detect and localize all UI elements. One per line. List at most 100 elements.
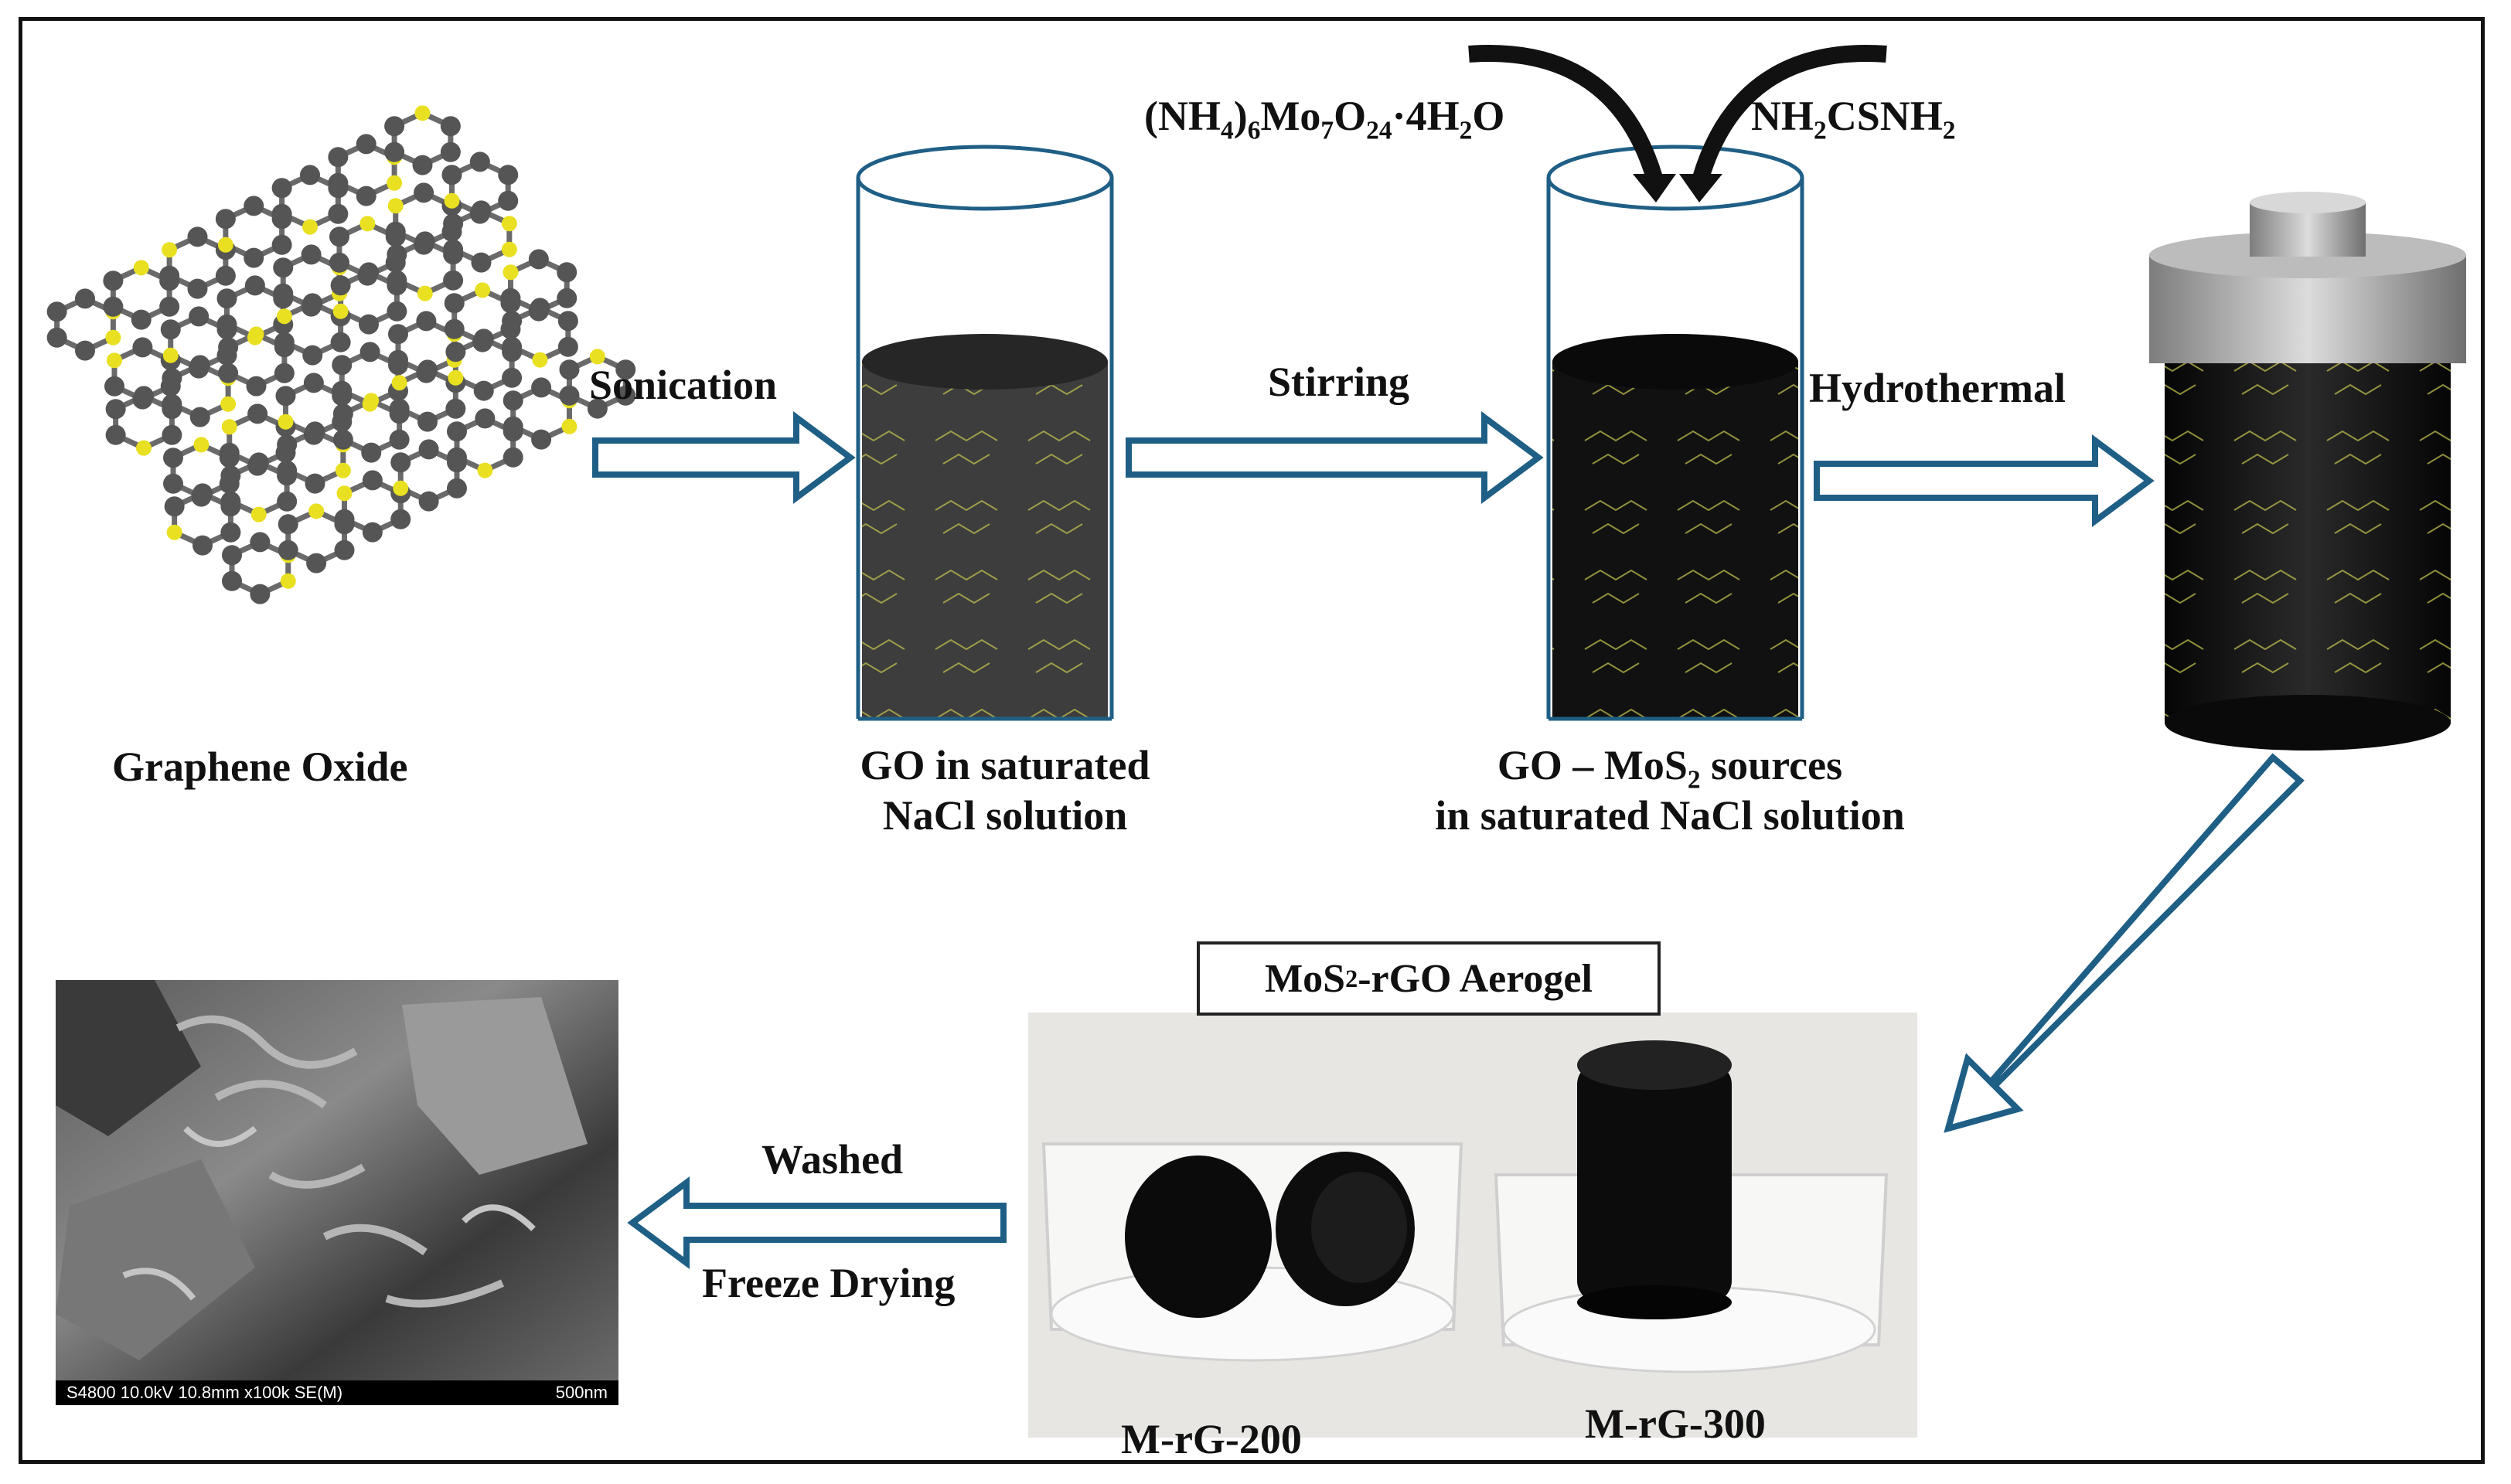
carbon-atom [387, 324, 408, 345]
carbon-atom [502, 367, 523, 388]
hydrogen-atom [332, 303, 349, 319]
carbon-atom [417, 359, 438, 380]
carbon-atom [219, 442, 240, 463]
label-reagent-thiourea: NH2CSNH2 [1751, 93, 1956, 145]
carbon-atom [446, 478, 467, 499]
hydrogen-atom [105, 329, 121, 345]
carbon-atom [159, 265, 180, 286]
hydrogen-atom [162, 347, 179, 363]
label-go-mos2: GO – MoS2 sources in saturated NaCl solu… [1376, 740, 1964, 841]
carbon-atom [302, 293, 323, 314]
carbon-atom [332, 429, 353, 450]
carbon-atom [216, 314, 237, 335]
carbon-atom [445, 398, 466, 419]
carbon-atom [215, 209, 236, 230]
hydrogen-atom [589, 349, 605, 365]
carbon-atom [356, 134, 376, 155]
carbon-atom [299, 165, 320, 186]
carbon-atom [528, 249, 549, 270]
carbon-atom [440, 116, 461, 137]
carbon-atom [132, 337, 153, 358]
carbon-atom [443, 239, 464, 260]
carbon-atom [445, 342, 466, 362]
hydrogen-atom [276, 308, 292, 325]
carbon-atom [473, 328, 494, 349]
hydrogen-atom [248, 326, 264, 342]
carbon-atom [305, 421, 325, 442]
carbon-atom [187, 278, 208, 299]
carbon-atom [105, 399, 126, 420]
sem-micrograph [56, 980, 618, 1380]
carbon-atom [160, 319, 181, 340]
carbon-atom [358, 262, 379, 283]
carbon-atom [446, 447, 467, 468]
carbon-atom [418, 439, 439, 460]
carbon-atom [278, 514, 298, 535]
label-sample-m-rg-200: M-rG-200 [1121, 1416, 1302, 1462]
label-go-nacl-line1: GO in saturated [860, 742, 1150, 788]
carbon-atom [471, 200, 492, 221]
carbon-atom [192, 535, 213, 556]
carbon-atom [273, 257, 294, 278]
carbon-atom [164, 496, 185, 517]
carbon-atom [162, 424, 182, 445]
hydrogen-atom [336, 485, 353, 502]
carbon-atom [162, 368, 182, 389]
hydrogen-atom [363, 393, 380, 409]
carbon-atom [216, 288, 237, 309]
arrow-stirring [1126, 411, 1544, 504]
hydrogen-atom [448, 369, 464, 386]
carbon-atom [104, 376, 124, 397]
carbon-atom [441, 165, 462, 186]
carbon-atom [498, 165, 519, 186]
carbon-atom [384, 141, 405, 162]
carbon-atom [418, 491, 439, 512]
carbon-atom [303, 373, 324, 393]
carbon-atom [615, 385, 636, 406]
hydrogen-atom [503, 264, 519, 281]
carbon-atom [446, 421, 467, 442]
carbon-atom [387, 349, 408, 370]
hydrogen-atom [107, 352, 122, 369]
carbon-atom [531, 429, 552, 450]
carbon-atom [471, 252, 492, 273]
carbon-atom [362, 522, 383, 543]
carbon-atom [557, 262, 577, 283]
carbon-atom [502, 336, 523, 357]
label-go-mos2-line1: GO – MoS2 sources [1497, 742, 1843, 795]
hydrogen-atom [444, 192, 460, 209]
hydrogen-atom [475, 282, 491, 298]
carbon-atom [330, 275, 351, 296]
carbon-atom [387, 301, 407, 322]
carbon-atom [271, 203, 292, 224]
carbon-atom [414, 182, 434, 203]
carbon-atom [246, 376, 267, 397]
hydrogen-atom [220, 396, 237, 412]
carbon-atom [329, 252, 349, 273]
sem-caption-bar: S4800 10.0kV 10.8mm x100k SE(M) 500nm [56, 1380, 618, 1405]
label-sample-m-rg-300: M-rG-300 [1585, 1401, 1766, 1447]
carbon-atom [389, 429, 410, 450]
carbon-atom [615, 359, 636, 380]
carbon-atom [557, 311, 578, 332]
carbon-atom [328, 172, 349, 193]
carbon-atom [215, 265, 236, 286]
carbon-atom [218, 337, 239, 358]
hydrogen-atom [501, 241, 517, 257]
carbon-atom [277, 491, 298, 512]
hydrogen-atom [393, 480, 409, 496]
carbon-atom [559, 359, 580, 380]
carbon-atom [250, 584, 271, 604]
carbon-atom [103, 271, 124, 291]
label-reagent-molybdate: (NH4)6Mo7O24·4H2O [1144, 93, 1505, 145]
carbon-atom [503, 447, 523, 468]
carbon-atom [417, 411, 438, 432]
carbon-atom [105, 424, 126, 445]
hydrogen-atom [133, 260, 149, 276]
sem-scale-label: 500nm [555, 1383, 608, 1402]
carbon-atom [473, 380, 494, 401]
carbon-atom [444, 293, 465, 314]
hydrogen-atom [477, 462, 493, 478]
carbon-atom [163, 448, 183, 468]
